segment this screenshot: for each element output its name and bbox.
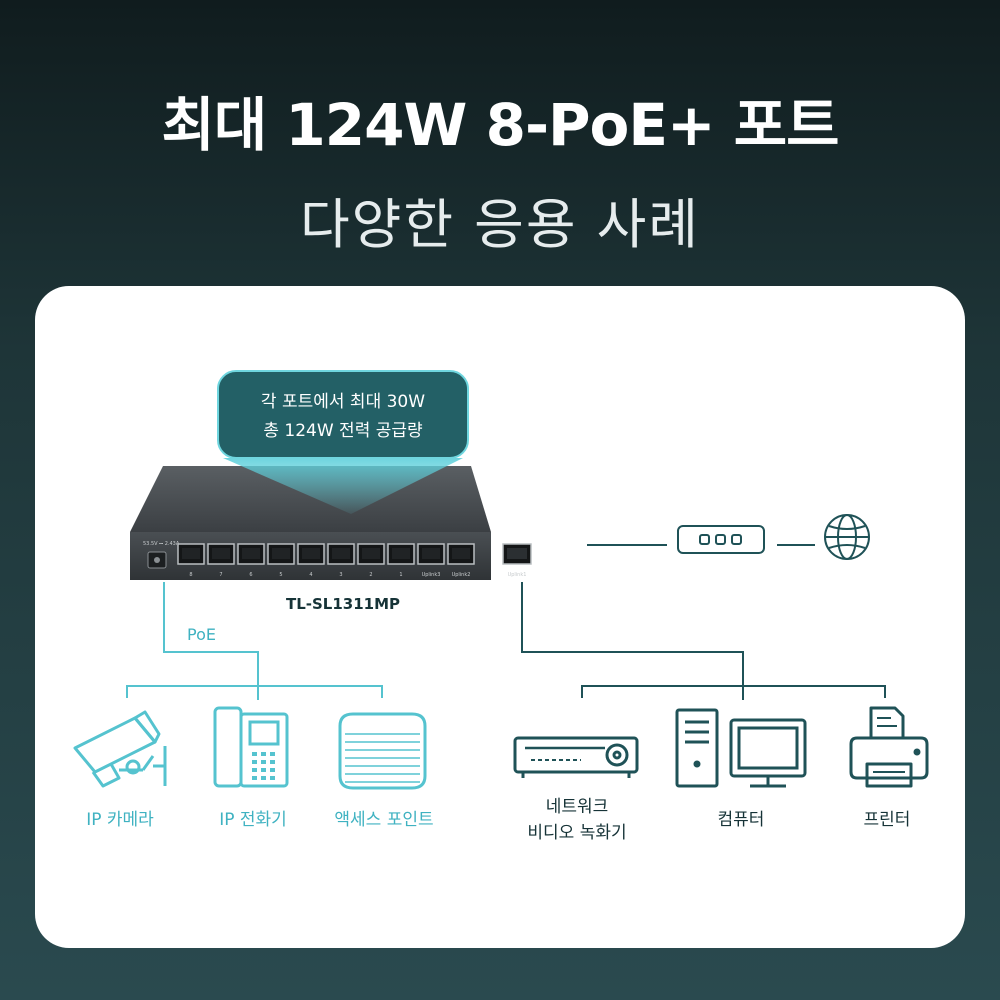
- rj45-port: [417, 543, 445, 565]
- rj45-port: [357, 543, 385, 565]
- access-point-icon: [338, 712, 427, 790]
- port-number-label: 1: [399, 572, 402, 578]
- port-number-row: 8 7 6 5 4 3 2 1 Uplink3 Uplink2 Uplink1: [189, 572, 526, 578]
- port-number-label: Uplink1: [508, 572, 527, 578]
- poe-label: PoE: [187, 625, 216, 644]
- rj45-port: [327, 543, 355, 565]
- ip-camera-icon: [73, 710, 167, 788]
- port-number-label: 4: [309, 572, 312, 578]
- port-row: [177, 543, 532, 565]
- device-label-nvr-line1: 네트워크: [546, 797, 609, 817]
- device-label-ip-camera: IP 카메라: [86, 810, 154, 830]
- computer-icon: [675, 708, 807, 788]
- page-title: 최대 124W 8-PoE+ 포트: [161, 91, 839, 159]
- page-subtitle: 다양한 응용 사례: [299, 193, 701, 256]
- device-label-nvr-line2: 비디오 녹화기: [527, 823, 626, 843]
- callout-line2: 총 124W 전력 공급량: [263, 421, 423, 441]
- modem-light-1: [699, 534, 710, 545]
- device-label-computer: 컴퓨터: [718, 810, 765, 830]
- network-diagram: 53.5V ⎓ 2.43A 8 7 6 5 4 3 2 1 Uplink3 Uplink2 Upli…: [73, 370, 929, 843]
- port-number-label: 5: [279, 572, 282, 578]
- modem-light-3: [731, 534, 742, 545]
- callout-beam: [223, 458, 463, 514]
- internet-link: [587, 514, 870, 560]
- rj45-port: [447, 543, 475, 565]
- power-rating-label: 53.5V ⎓ 2.43A: [143, 541, 180, 547]
- device-label-ip-phone: IP 전화기: [219, 810, 287, 830]
- modem-light-2: [715, 534, 726, 545]
- rj45-port: [297, 543, 325, 565]
- rj45-port: [237, 543, 265, 565]
- uplink-connection-lines: [521, 582, 886, 700]
- rj45-port: [387, 543, 415, 565]
- printer-icon: [849, 706, 929, 788]
- rj45-port: [267, 543, 295, 565]
- rj45-port: [207, 543, 235, 565]
- port-number-label: Uplink2: [452, 572, 471, 578]
- switch-model-label: TL-SL1311MP: [286, 595, 400, 613]
- poe-connection-lines: [126, 582, 383, 700]
- rj45-port: [177, 543, 205, 565]
- modem-icon: [677, 525, 765, 554]
- power-port-pin: [154, 557, 160, 563]
- device-label-access-point: 액세스 포인트: [334, 810, 433, 830]
- port-number-label: 8: [189, 572, 192, 578]
- nvr-icon: [513, 736, 639, 778]
- sfp-port: [502, 543, 532, 565]
- port-number-label: Uplink3: [422, 572, 441, 578]
- ip-phone-icon: [213, 706, 289, 788]
- port-number-label: 7: [219, 572, 222, 578]
- globe-icon: [824, 514, 870, 560]
- port-number-label: 3: [339, 572, 342, 578]
- diagram-card: 53.5V ⎓ 2.43A 8 7 6 5 4 3 2 1 Uplink3 Uplink2 Upli…: [35, 286, 965, 948]
- port-number-label: 2: [369, 572, 372, 578]
- device-label-printer: 프린터: [864, 810, 911, 830]
- port-number-label: 6: [249, 572, 252, 578]
- callout-line1: 각 포트에서 최대 30W: [261, 392, 425, 412]
- callout-bubble: [217, 370, 469, 459]
